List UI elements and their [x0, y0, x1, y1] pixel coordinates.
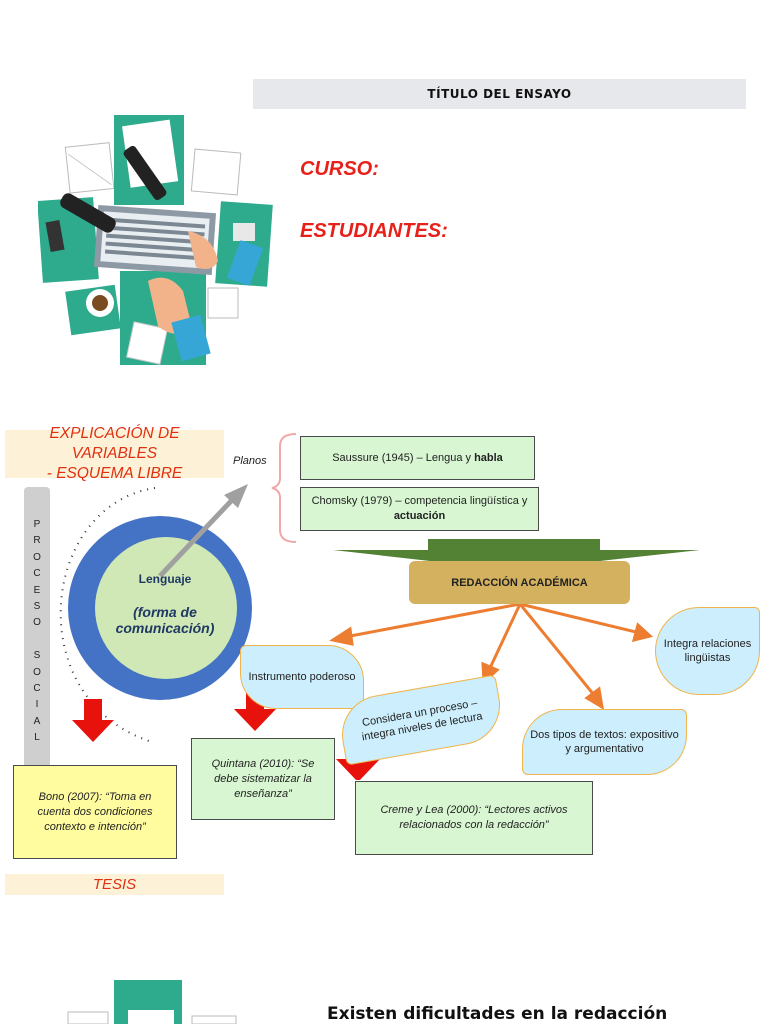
chomsky-bold: actuación	[393, 510, 446, 522]
quintana-citation: Quintana (2010): “Se debe sistematizar l…	[191, 738, 335, 820]
lenguaje-subtitle: (forma de comunicación)	[115, 604, 215, 636]
laptop-workspace-illustration-repeat	[60, 980, 250, 1024]
proceso-social-letter: R	[33, 535, 41, 547]
planos-arrow-shaft	[158, 496, 236, 578]
saussure-text: Saussure (1945) – Lengua y	[332, 451, 475, 464]
red-arrow-2	[234, 689, 276, 731]
bubble-dos-tipos: Dos tipos de textos: expositivo y argume…	[522, 709, 687, 775]
planos-label: Planos	[233, 455, 267, 467]
proceso-social-letter: S	[33, 601, 41, 613]
planos-brace	[271, 433, 297, 543]
proceso-social-letter: P	[33, 519, 41, 530]
section-heading: Existen dificultades en la redacción	[327, 1004, 668, 1024]
creme-citation: Creme y Lea (2000): “Lectores activos re…	[355, 781, 593, 855]
proceso-social-letter: O	[33, 666, 41, 678]
redaccion-academica-box: REDACCIÓN ACADÉMICA	[409, 561, 630, 604]
essay-title: TÍTULO DEL ENSAYO	[427, 87, 572, 101]
saussure-box: Saussure (1945) – Lengua y habla	[300, 436, 535, 480]
proceso-social-letter: C	[33, 568, 41, 580]
chomsky-box: Chomsky (1979) – competencia lingüística…	[300, 487, 539, 531]
explicacion-line-2: - ESQUEMA LIBRE	[46, 465, 183, 482]
tesis-box: TESIS	[5, 874, 224, 895]
red-arrow-1	[72, 699, 114, 742]
green-arrow-stem	[428, 539, 600, 552]
chomsky-text: Chomsky (1979) – competencia lingüística…	[311, 495, 528, 507]
explicacion-box: EXPLICACIÓN DE VARIABLES - ESQUEMA LIBRE	[5, 425, 224, 482]
proceso-social-letter: O	[33, 617, 41, 629]
proceso-social-letter: A	[33, 715, 41, 727]
green-banner	[333, 550, 700, 561]
proceso-social-letter: C	[33, 683, 41, 695]
bubble-integra: Integra relaciones lingüistas	[655, 607, 760, 695]
lenguaje-inner-circle	[95, 537, 237, 679]
bono-citation: Bono (2007): “Toma en cuenta dos condici…	[13, 765, 177, 859]
proceso-social-letter: S	[33, 650, 41, 662]
essay-title-bar: TÍTULO DEL ENSAYO	[253, 79, 746, 109]
saussure-bold: habla	[474, 451, 503, 464]
bubble-instrumento: Instrumento poderoso	[240, 645, 364, 709]
diagram-graphics	[59, 484, 700, 780]
curso-label: CURSO:	[300, 158, 379, 180]
proceso-social-letter: O	[33, 551, 41, 563]
proceso-social-letter: I	[35, 699, 39, 711]
laptop-workspace-illustration	[37, 113, 273, 368]
proceso-social-letter: L	[34, 732, 40, 744]
planos-arrow-head	[224, 484, 248, 508]
lenguaje-title: Lenguaje	[138, 572, 192, 586]
explicacion-line-1: EXPLICACIÓN DE VARIABLES	[49, 425, 180, 462]
estudiantes-label: ESTUDIANTES:	[300, 220, 448, 242]
proceso-social-letter: E	[33, 584, 41, 596]
